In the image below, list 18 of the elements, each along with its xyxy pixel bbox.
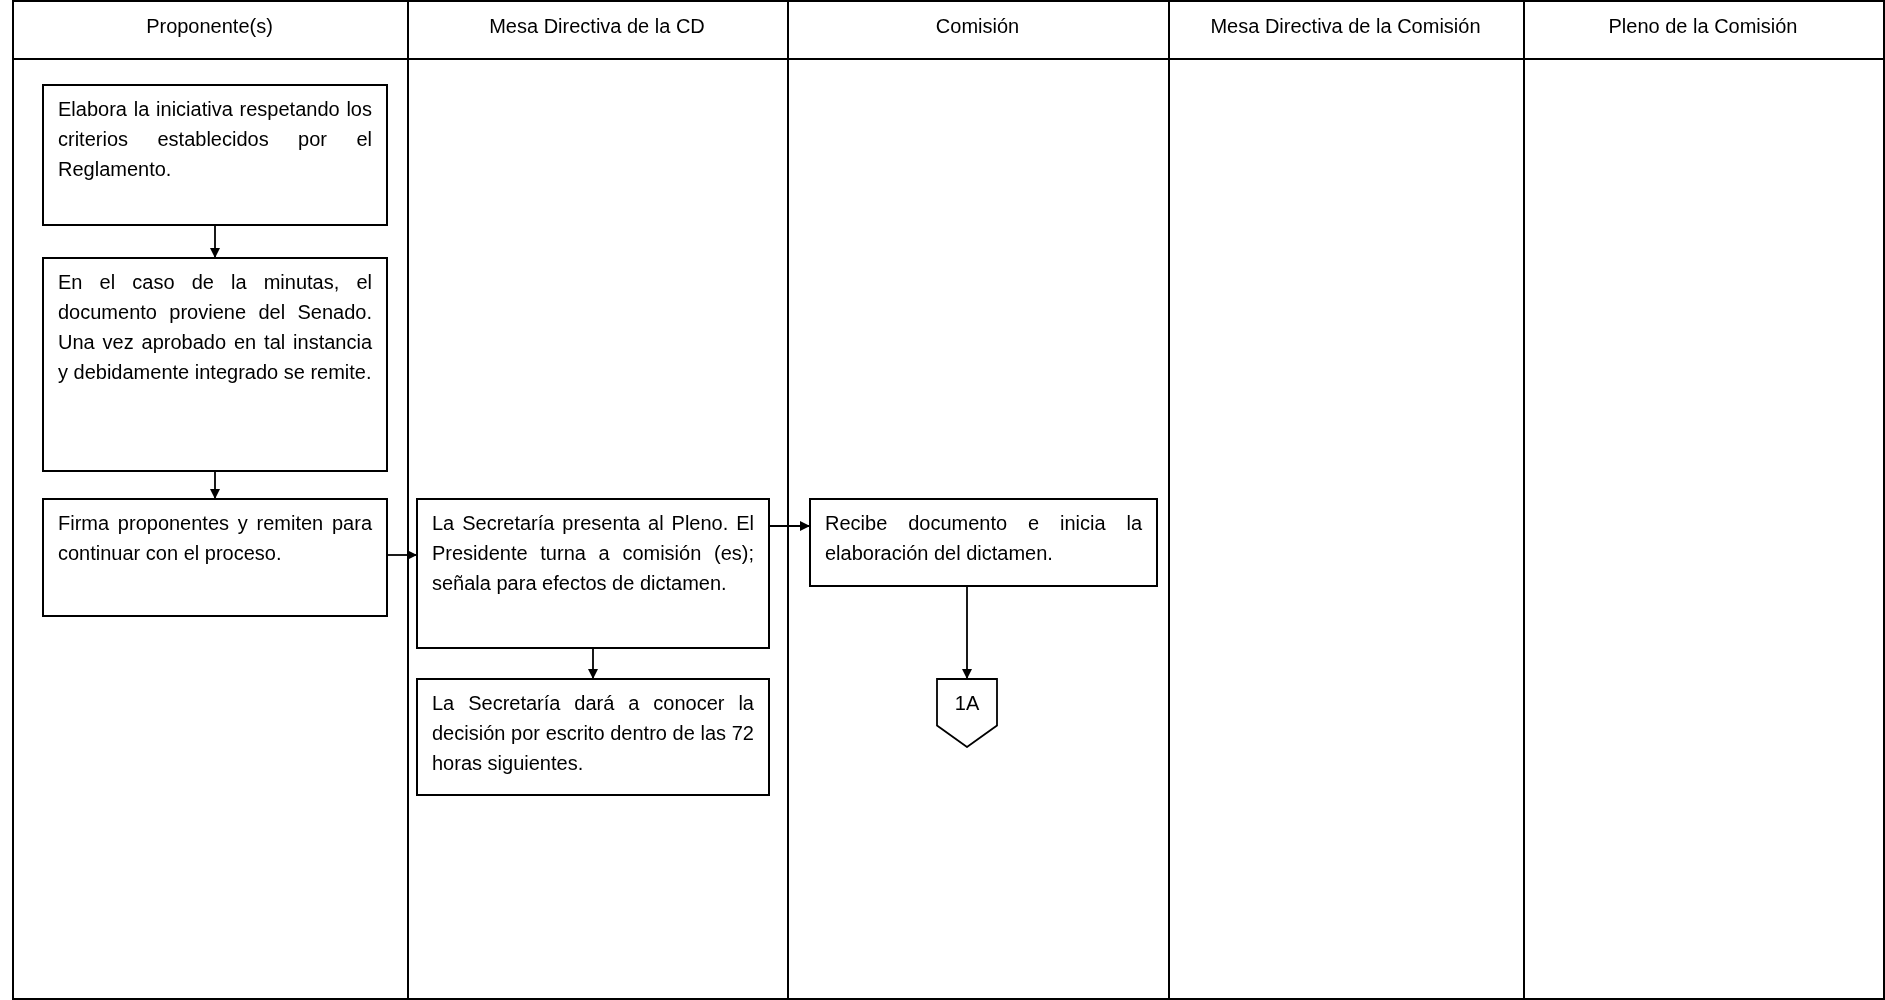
lane-header: Mesa Directiva de la CD <box>488 14 706 38</box>
process-box: Recibe documento e inicia la elaboración del dictamen. <box>809 498 1158 587</box>
process-box: En el caso de la minutas, el documento proviene del Senado. Una vez aprobado en tal instancia y debidamente integrado se remite. <box>42 257 388 472</box>
arrow <box>769 521 810 531</box>
arrow <box>387 550 417 560</box>
lane-header: Proponente(s) <box>145 14 274 38</box>
arrow <box>962 586 972 679</box>
arrow <box>210 225 220 258</box>
lane-header: Mesa Directiva de la Comisión <box>1209 14 1482 38</box>
process-box: Elabora la iniciativa respetando los criterios establecidos por el Reglamento. <box>42 84 388 226</box>
arrow <box>210 471 220 499</box>
lane-header: Pleno de la Comisión <box>1607 14 1799 38</box>
process-box: Firma proponentes y remiten para continuar con el proceso. <box>42 498 388 617</box>
process-box: La Secretaría dará a conocer la decisión por escrito dentro de las 72 horas siguientes. <box>416 678 770 796</box>
lane-header: Comisión <box>934 14 1021 38</box>
arrow <box>588 648 598 679</box>
connector-label: 1A <box>953 691 981 716</box>
process-box: La Secretaría presenta al Pleno. El Presidente turna a comisión (es); señala para efectos de dictamen. <box>416 498 770 649</box>
